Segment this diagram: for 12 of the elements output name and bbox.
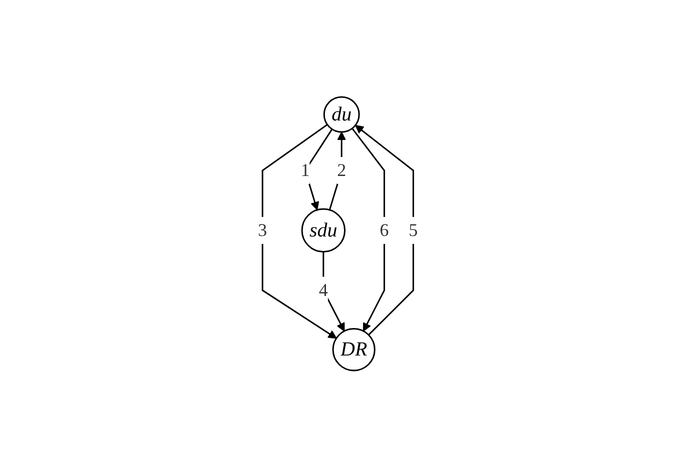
edge-label: 6 bbox=[380, 220, 389, 240]
edge-label: 4 bbox=[318, 280, 328, 300]
arrow bbox=[329, 132, 346, 210]
node-circle: du bbox=[323, 96, 360, 134]
edge-label: 2 bbox=[337, 160, 346, 180]
edge-label: 1 bbox=[300, 160, 310, 180]
edge-label: 3 bbox=[258, 220, 268, 240]
node-circle: sdu bbox=[301, 208, 346, 253]
arrow bbox=[262, 124, 337, 339]
edge-label: 5 bbox=[408, 220, 418, 240]
arrow bbox=[355, 125, 414, 336]
node-circle: DR bbox=[332, 328, 376, 372]
